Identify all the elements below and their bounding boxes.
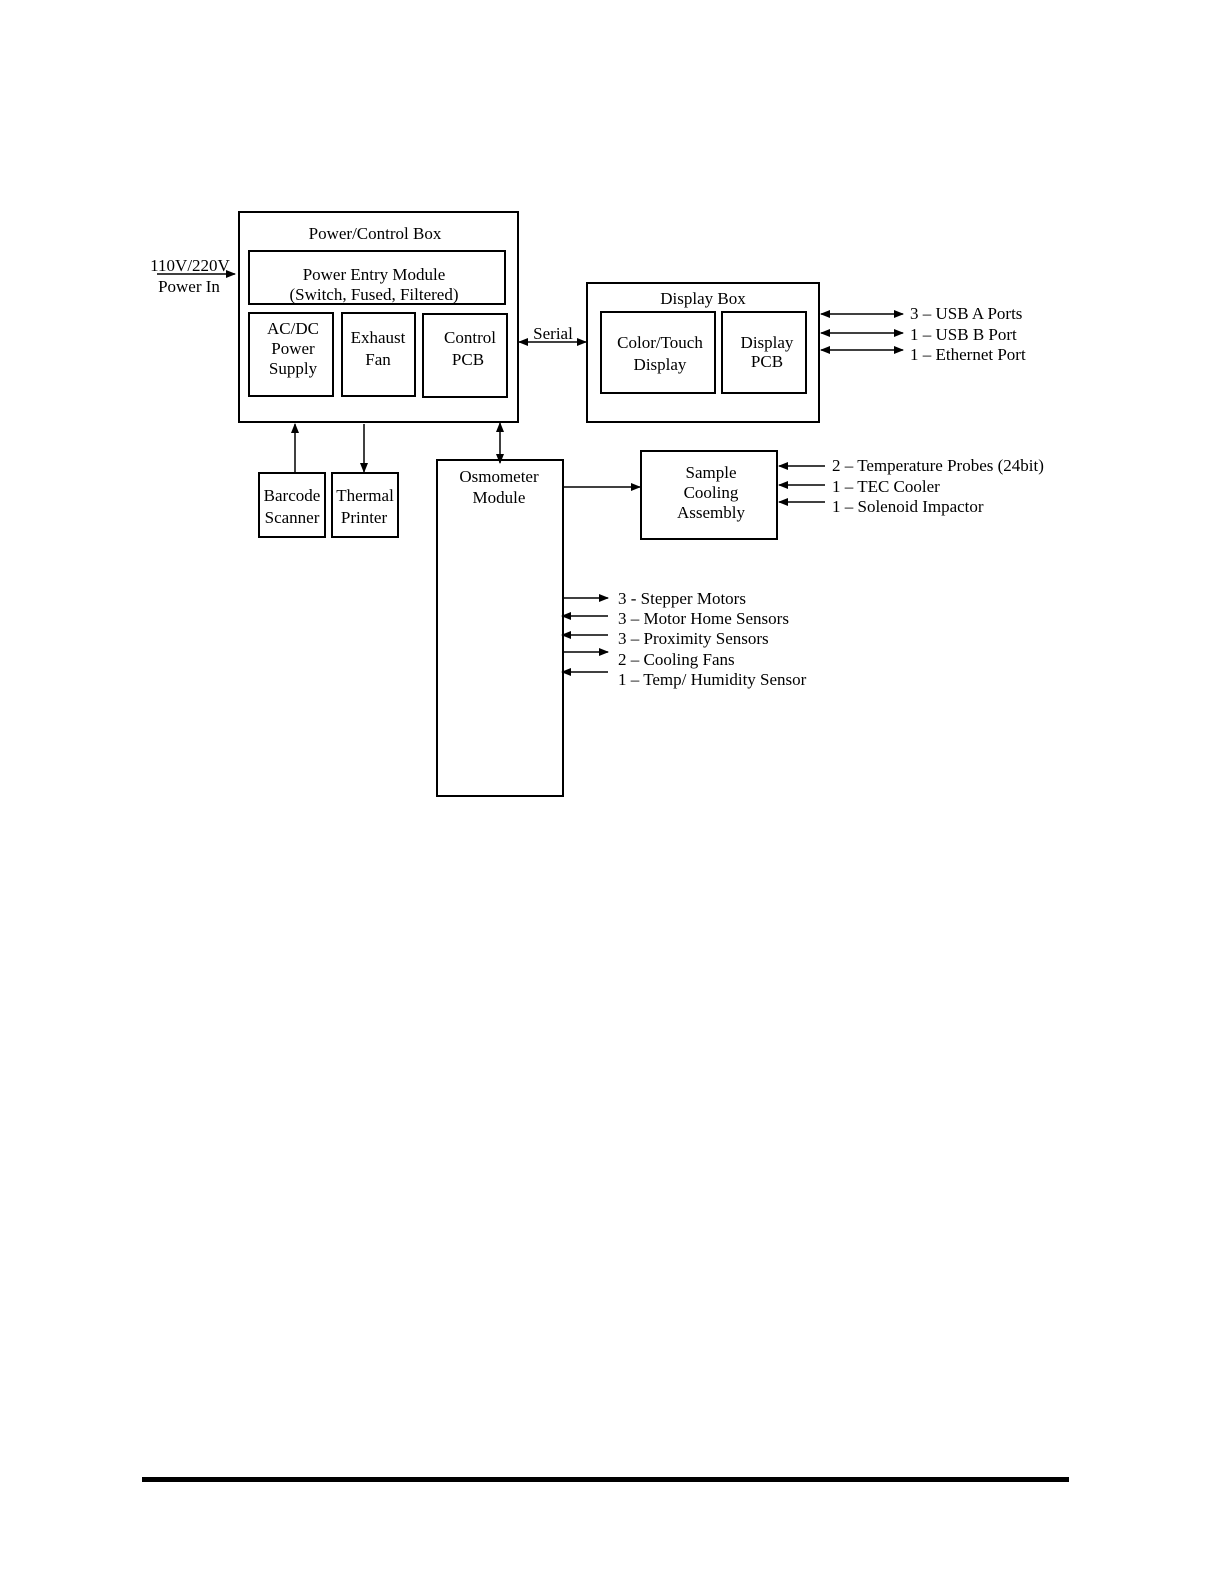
osmometer-io-label: 3 – Proximity Sensors [618, 629, 769, 648]
control-pcb-label-2: PCB [452, 350, 484, 369]
display-pcb-label-1: Display [741, 333, 794, 352]
osmometer-label-2: Module [473, 488, 526, 507]
barcode-label-1: Barcode [264, 486, 321, 505]
osmometer-label-1: Osmometer [459, 467, 539, 486]
power-entry-module-sublabel: (Switch, Fused, Filtered) [289, 285, 458, 304]
port-label: 3 – USB A Ports [910, 304, 1022, 323]
cooling-io-label: 1 – Solenoid Impactor [832, 497, 984, 516]
power-control-box-title: Power/Control Box [309, 224, 442, 243]
cooling-io-label: 2 – Temperature Probes (24bit) [832, 456, 1044, 475]
cooling-label-1: Sample [686, 463, 737, 482]
osmometer-io-label: 3 - Stepper Motors [618, 589, 746, 608]
color-touch-label-1: Color/Touch [617, 333, 703, 352]
serial-label: Serial [533, 324, 573, 343]
control-pcb [422, 313, 508, 398]
power-entry-module [248, 250, 506, 305]
power-entry-module-label: Power Entry Module [303, 265, 446, 284]
svg-text:110V/220V: 110V/220V [150, 256, 230, 275]
footer-rule [142, 1477, 1069, 1482]
display-box-title: Display Box [660, 289, 746, 308]
control-pcb-label-1: Control [444, 328, 496, 347]
ac-dc-label-2: Power [271, 339, 315, 358]
color-touch-label-2: Display [634, 355, 687, 374]
cooling-label-2: Cooling [684, 483, 739, 502]
color-touch-display [600, 311, 716, 394]
exhaust-fan [341, 312, 416, 397]
barcode-scanner [258, 472, 326, 538]
osmometer-io-label: 2 – Cooling Fans [618, 650, 735, 669]
cooling-label-3: Assembly [677, 503, 746, 522]
barcode-label-2: Scanner [265, 508, 320, 527]
osmometer-io-label: 1 – Temp/ Humidity Sensor [618, 670, 807, 689]
cooling-io-label: 1 – TEC Cooler [832, 477, 940, 496]
ac-dc-power-supply [248, 312, 334, 397]
printer-label-1: Thermal [336, 486, 394, 505]
thermal-printer [331, 472, 399, 538]
power-control-box [238, 211, 519, 423]
exhaust-fan-label-1: Exhaust [351, 328, 406, 347]
ac-dc-label-1: AC/DC [267, 319, 319, 338]
port-label: 1 – Ethernet Port [910, 345, 1026, 364]
display-box [586, 282, 820, 423]
exhaust-fan-label-2: Fan [365, 350, 391, 369]
osmometer-io-label: 3 – Motor Home Sensors [618, 609, 789, 628]
power-in-label: 110V/220V Power In [150, 256, 230, 296]
port-label: 1 – USB B Port [910, 325, 1017, 344]
printer-label-2: Printer [341, 508, 388, 527]
svg-text:Power In: Power In [158, 277, 220, 296]
osmometer-module [436, 459, 564, 797]
ac-dc-label-3: Supply [269, 359, 318, 378]
display-pcb [721, 311, 807, 394]
display-pcb-label-2: PCB [751, 352, 783, 371]
sample-cooling-assembly [640, 450, 778, 540]
